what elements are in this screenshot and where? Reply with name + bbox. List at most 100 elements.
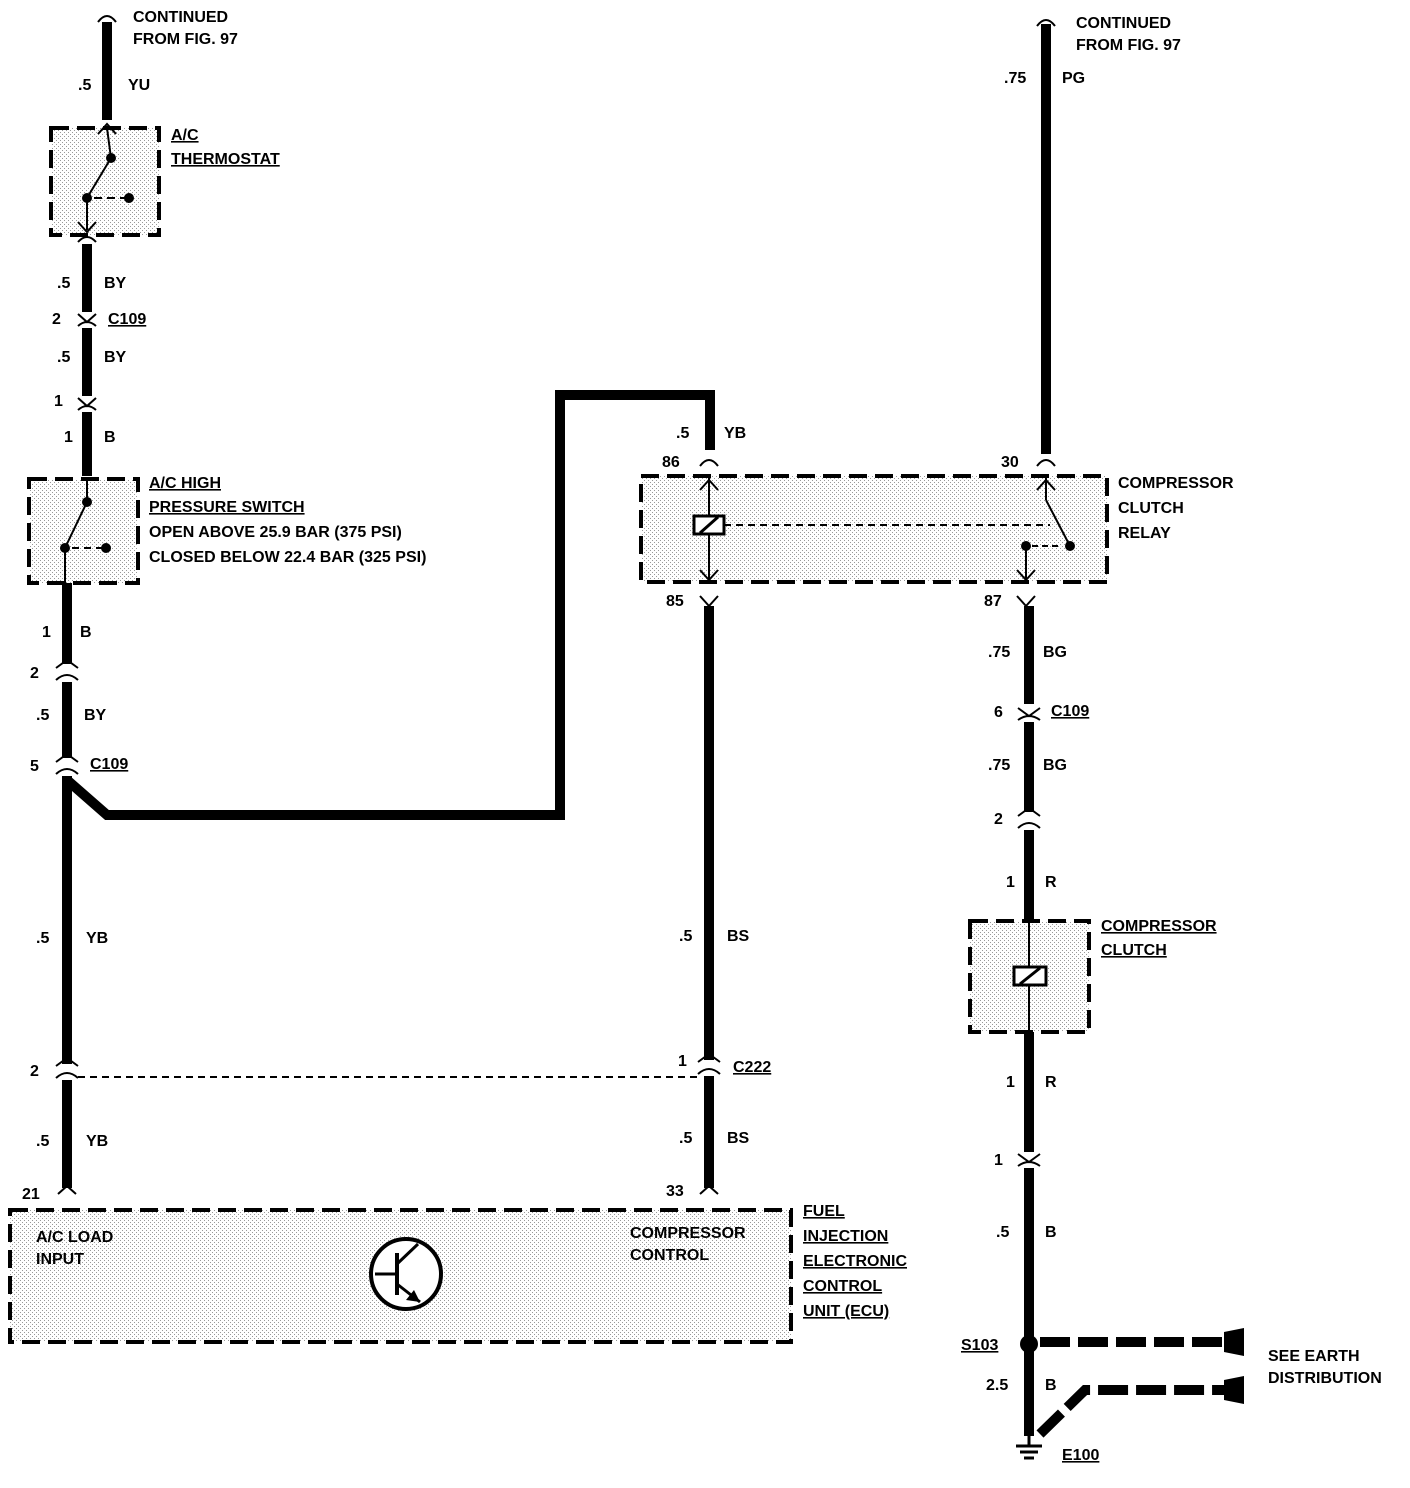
- wire-size: .5: [57, 275, 70, 292]
- hps-open-spec: OPEN ABOVE 25.9 BAR (375 PSI): [149, 524, 402, 541]
- connector-pin: 2: [30, 665, 39, 682]
- wire-color: B: [80, 624, 92, 641]
- connector: [1017, 806, 1041, 829]
- ac-thermostat-box: [49, 126, 161, 237]
- relay-pin-87: 87: [984, 593, 1002, 610]
- relay-pin-30: 30: [1001, 454, 1019, 471]
- earth-label: SEE EARTH: [1268, 1348, 1360, 1365]
- connector: [77, 397, 97, 411]
- wire-size: .5: [676, 425, 689, 442]
- ecu-input-label: A/C LOAD: [36, 1229, 113, 1246]
- relay-label: COMPRESSOR: [1118, 475, 1234, 492]
- connector-pin: 2: [994, 811, 1003, 828]
- wire-size: .5: [36, 1133, 49, 1150]
- wire-size: 1: [1006, 874, 1015, 891]
- wire-size: .75: [988, 757, 1010, 774]
- wire-color: YB: [724, 425, 746, 442]
- continued-label-right: CONTINUED: [1076, 15, 1171, 32]
- right-circuit: CONTINUED FROM FIG. 97 .75 PG 30 87 .75 …: [961, 15, 1382, 1464]
- wire-color: YU: [128, 77, 150, 94]
- relay-pin-85: 85: [666, 593, 684, 610]
- hps-closed-spec: CLOSED BELOW 22.4 BAR (325 PSI): [149, 549, 426, 566]
- ecu-pin: 21: [22, 1186, 40, 1203]
- ground-label: E100: [1062, 1447, 1099, 1464]
- wire-size: 1: [1006, 1074, 1015, 1091]
- connector-pin: 1: [994, 1152, 1003, 1169]
- connector-name: C109: [1051, 703, 1089, 720]
- wire-color: BG: [1043, 757, 1067, 774]
- connector: [55, 658, 79, 681]
- wire-color: B: [1045, 1377, 1057, 1394]
- connector-pin: 5: [30, 758, 39, 775]
- middle-circuit: .5 YB 86 85 .5 BS 1 C222 .5 BS 33: [662, 425, 771, 1200]
- wire-color: R: [1045, 874, 1057, 891]
- wire-yb-to-relay: [63, 390, 715, 820]
- connector-c109: [77, 313, 97, 327]
- connector-c109: [55, 752, 79, 775]
- ecu-name-4: CONTROL: [803, 1278, 882, 1295]
- connector-c222: [697, 1052, 721, 1075]
- thermostat-label-2: THERMOSTAT: [171, 151, 280, 168]
- wire-color: BY: [104, 275, 127, 292]
- continued-label-right-2: FROM FIG. 97: [1076, 37, 1181, 54]
- continued-label-left-2: FROM FIG. 97: [133, 31, 238, 48]
- wire-color: B: [104, 429, 116, 446]
- connector-c109: [1017, 707, 1041, 721]
- connector-name: C222: [733, 1059, 771, 1076]
- connector-pin: 6: [994, 704, 1003, 721]
- wire-color: R: [1045, 1074, 1057, 1091]
- wire-size: .5: [36, 707, 49, 724]
- wire-size: .5: [679, 1130, 692, 1147]
- wire-size: .5: [679, 928, 692, 945]
- wire-color: BS: [727, 928, 750, 945]
- connector-name: C109: [108, 311, 146, 328]
- ecu-name: FUEL: [803, 1203, 845, 1220]
- wire-size: 2.5: [986, 1377, 1008, 1394]
- earth-label-2: DISTRIBUTION: [1268, 1370, 1382, 1387]
- hps-label-2: PRESSURE SWITCH: [149, 499, 305, 516]
- connector-pin: 2: [30, 1063, 39, 1080]
- clutch-label-2: CLUTCH: [1101, 942, 1167, 959]
- compressor-clutch-relay: COMPRESSOR CLUTCH RELAY: [639, 474, 1234, 584]
- relay-label-3: RELAY: [1118, 525, 1171, 542]
- wire-size: .75: [1004, 70, 1026, 87]
- ecu-name-5: UNIT (ECU): [803, 1303, 889, 1320]
- ecu: A/C LOAD INPUT COMPRESSOR CONTROL FUEL I…: [8, 1203, 907, 1344]
- ecu-output-label-2: CONTROL: [630, 1247, 709, 1264]
- wire-size: 1: [42, 624, 51, 641]
- wire-size: .75: [988, 644, 1010, 661]
- ecu-input-label-2: INPUT: [36, 1251, 84, 1268]
- relay-pin-86: 86: [662, 454, 680, 471]
- wire-color: YB: [86, 930, 108, 947]
- wire-color: PG: [1062, 70, 1085, 87]
- wire-color: BG: [1043, 644, 1067, 661]
- ac-high-pressure-switch-box: [27, 477, 140, 585]
- connector-pin: 1: [54, 393, 63, 410]
- wire-size: .5: [57, 349, 70, 366]
- left-circuit: CONTINUED FROM FIG. 97 .5 YU A/C THERMOS…: [22, 9, 426, 1203]
- splice-dot: [1020, 1335, 1038, 1353]
- wire-size: 1: [64, 429, 73, 446]
- wire-size: .5: [36, 930, 49, 947]
- connector-name: C109: [90, 756, 128, 773]
- wire-color: BS: [727, 1130, 750, 1147]
- connector: [1017, 1153, 1041, 1167]
- hps-label: A/C HIGH: [149, 475, 221, 492]
- connector-pin: 2: [52, 311, 61, 328]
- relay-label-2: CLUTCH: [1118, 500, 1184, 517]
- wire-color: BY: [84, 707, 107, 724]
- connector-pin: 1: [678, 1053, 687, 1070]
- ecu-output-label: COMPRESSOR: [630, 1225, 746, 1242]
- continued-label-left: CONTINUED: [133, 9, 228, 26]
- wire-size: .5: [996, 1224, 1009, 1241]
- ecu-pin: 33: [666, 1183, 684, 1200]
- wire-color: YB: [86, 1133, 108, 1150]
- ecu-name-3: ELECTRONIC: [803, 1253, 907, 1270]
- splice-label: S103: [961, 1337, 998, 1354]
- connector-c222: [55, 1056, 79, 1079]
- wire-size: .5: [78, 77, 91, 94]
- wire-color: B: [1045, 1224, 1057, 1241]
- clutch-label: COMPRESSOR: [1101, 918, 1217, 935]
- transistor-icon: [369, 1237, 443, 1311]
